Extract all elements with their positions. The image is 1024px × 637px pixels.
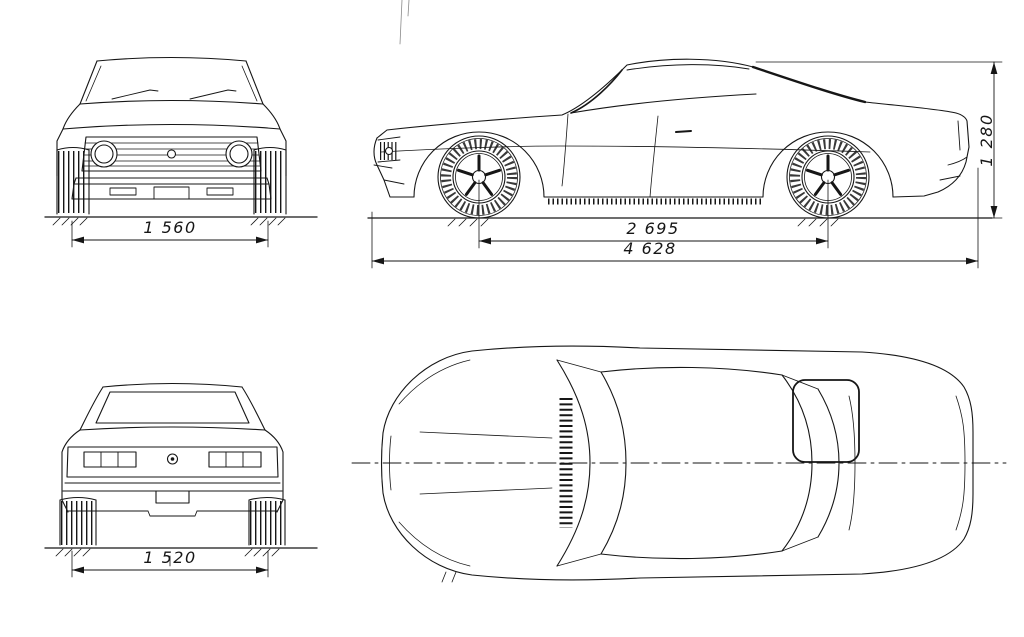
side-tail-details [939,120,968,181]
front-wheels [56,146,287,215]
top-fender-seams [398,359,471,567]
rear-bumper [62,482,283,492]
rear-wheels [59,496,286,546]
front-license-plate [153,186,190,200]
side-nose-emblem [384,146,394,156]
side-sail-panel [751,65,867,104]
top-roof-rails [600,366,783,560]
rear-ground-hatch [55,548,280,557]
top-sill-ticks [441,571,457,583]
front-wipers [111,89,237,100]
overall-height-label: 1 280 [977,113,996,166]
rear-track-label: 1 520 [143,548,196,567]
top-view [351,345,1007,583]
side-door-cuts [561,113,659,198]
rear-taillight-left [83,451,137,468]
top-windshield [556,359,591,567]
side-view: 2 695 4 628 1 280 [367,0,1003,269]
side-windshield [570,69,623,114]
rear-body [61,382,284,517]
top-panel-detail [792,379,860,463]
front-ground-hatch [52,217,286,226]
front-signal-right [206,187,234,196]
front-body [56,56,287,200]
rear-window [95,391,250,424]
front-bumper [73,177,270,185]
side-front-wheel [437,135,521,219]
side-drip-rail [626,64,750,71]
front-emblem [166,149,177,159]
front-track-label: 1 560 [143,218,196,237]
side-beltline [570,93,757,114]
rear-emblem [166,453,179,465]
rear-taillight-right [208,451,262,468]
rear-tail-panel [66,446,279,478]
top-body-outline [380,345,974,581]
side-body [373,58,970,205]
side-door-handle [675,130,692,133]
overall-length-label: 4 628 [623,239,676,258]
wheelbase-label: 2 695 [626,219,679,238]
overall-height-dimension: 1 280 [755,61,1003,219]
rear-license-recess [155,490,190,504]
front-view: 1 560 [44,56,318,248]
paper-crease-mark [399,0,410,45]
front-signal-left [109,187,137,196]
wheelbase-dimension: 2 695 [478,179,829,249]
rear-track-dimension: 1 520 [71,548,269,578]
top-hood-creases [419,431,553,495]
side-ground-hatch [447,218,839,227]
rear-view: 1 520 [44,382,318,578]
front-track-dimension: 1 560 [71,218,269,248]
